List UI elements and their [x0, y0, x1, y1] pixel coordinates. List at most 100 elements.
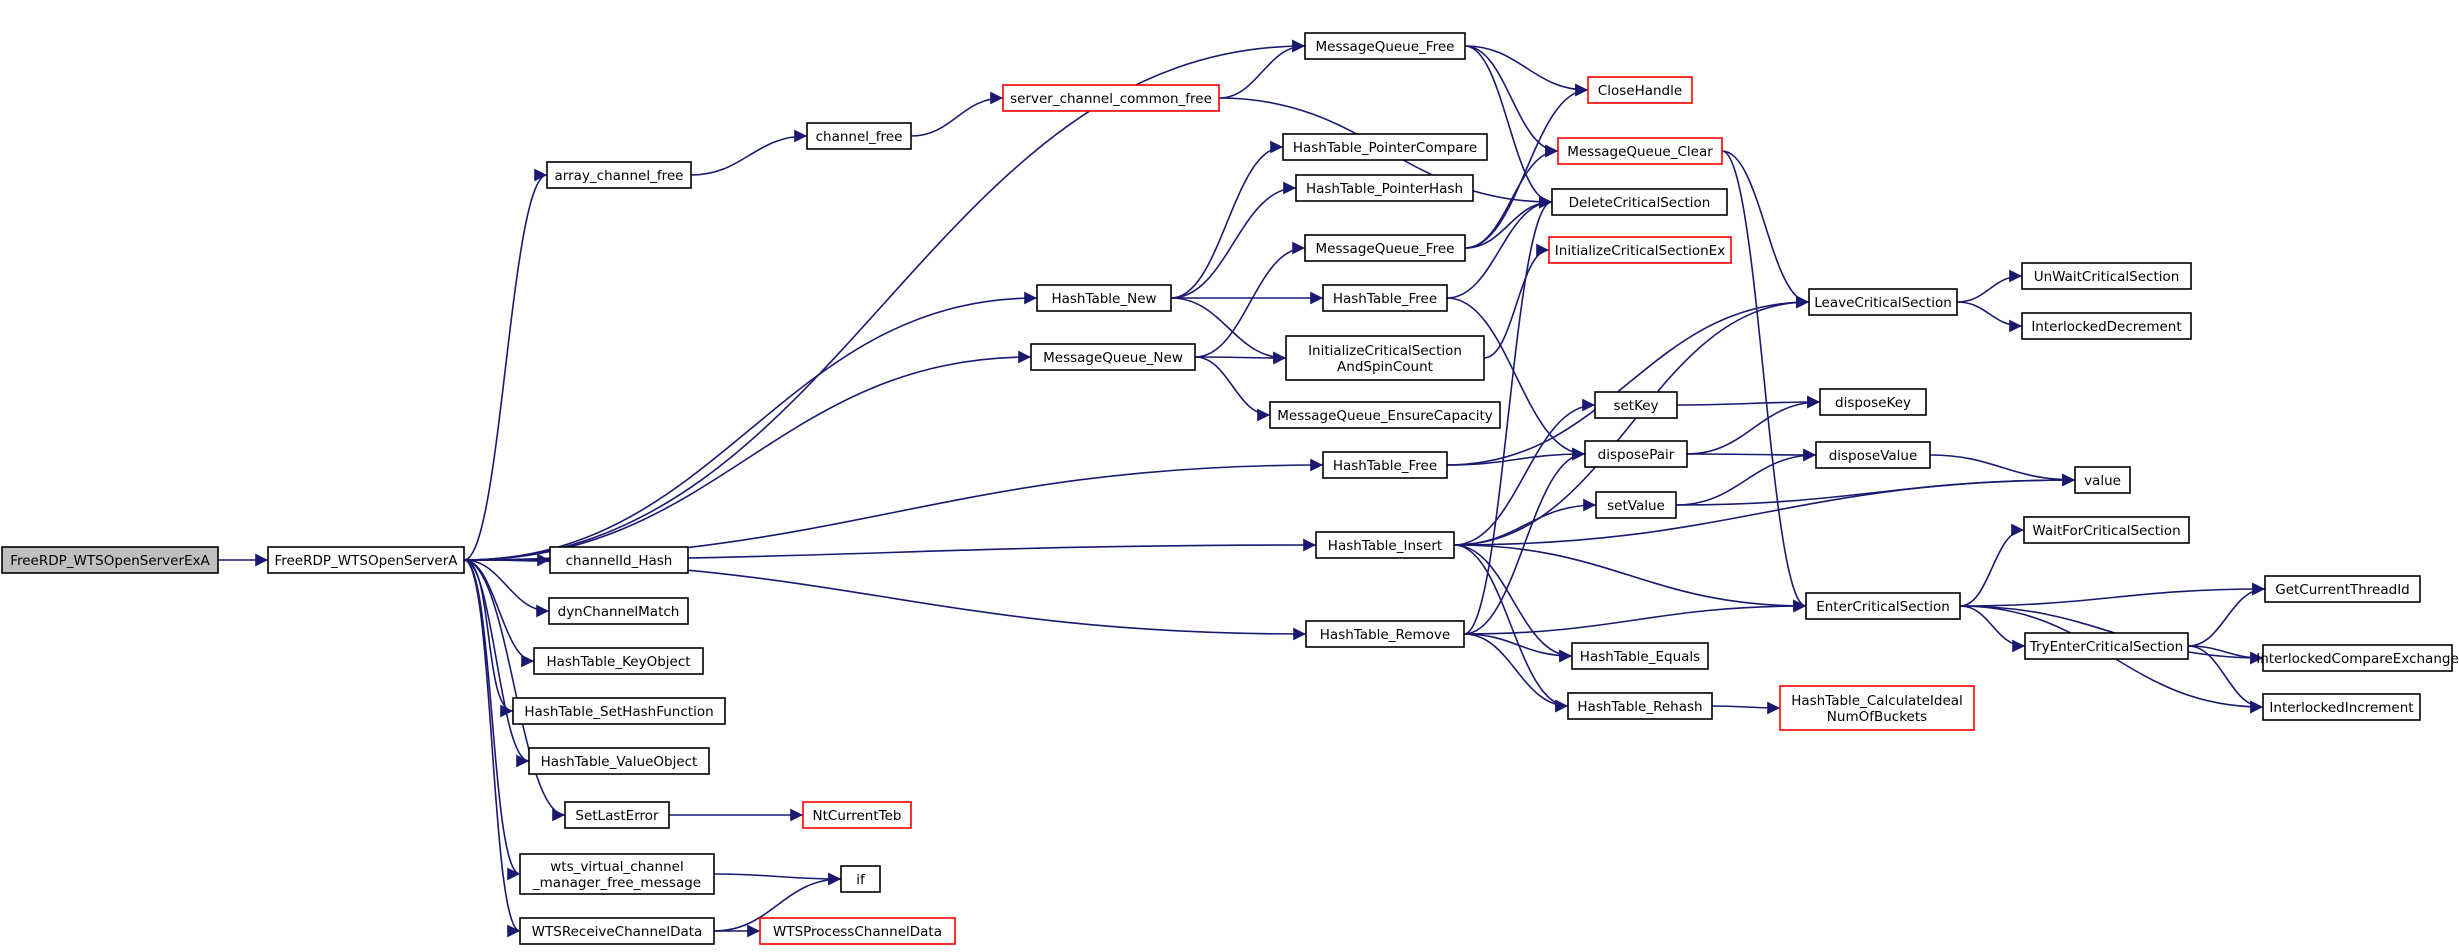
node-htequals[interactable]: HashTable_Equals	[1571, 642, 1709, 670]
node-box-value[interactable]	[2074, 466, 2131, 494]
node-entercs[interactable]: EnterCriticalSection	[1805, 592, 1961, 620]
node-box-dynmatch[interactable]	[548, 597, 689, 625]
node-box-htcalc[interactable]	[1779, 685, 1975, 731]
node-box-initcsex[interactable]	[1548, 236, 1732, 264]
node-box-htfree_mid[interactable]	[1322, 284, 1448, 312]
node-box-intercmpx[interactable]	[2262, 644, 2453, 672]
node-box-waitcs[interactable]	[2023, 516, 2190, 544]
node-setkey[interactable]: setKey	[1594, 391, 1678, 419]
node-box-htfree_low[interactable]	[1322, 451, 1448, 479]
node-box-mqnew[interactable]	[1030, 343, 1196, 371]
node-leavecs[interactable]: LeaveCriticalSection	[1808, 288, 1958, 316]
node-box-tryentercs[interactable]	[2024, 632, 2189, 660]
node-htpc[interactable]: HashTable_PointerCompare	[1282, 133, 1488, 161]
node-interinc[interactable]: InterlockedIncrement	[2262, 693, 2421, 721]
node-box-chfree[interactable]	[806, 122, 912, 150]
node-box-htph[interactable]	[1295, 174, 1474, 202]
node-value[interactable]: value	[2074, 466, 2131, 494]
node-htinsert[interactable]: HashTable_Insert	[1315, 531, 1455, 559]
node-box-wtsproc[interactable]	[759, 917, 956, 945]
node-initcsex[interactable]: InitializeCriticalSectionEx	[1548, 236, 1732, 264]
node-box-htequals[interactable]	[1571, 642, 1709, 670]
node-htsethash[interactable]: HashTable_SetHashFunction	[512, 697, 726, 725]
node-root[interactable]: FreeRDP_WTSOpenServerExA	[1, 546, 219, 574]
node-box-unwaitcs[interactable]	[2021, 262, 2192, 290]
node-box-delcs[interactable]	[1551, 188, 1728, 216]
node-tryentercs[interactable]: TryEnterCriticalSection	[2024, 632, 2189, 660]
node-disposekey[interactable]: disposeKey	[1819, 388, 1927, 416]
node-intercmpx[interactable]: InterlockedCompareExchange	[2256, 644, 2459, 672]
node-chidhash[interactable]: channelId_Hash	[549, 546, 689, 574]
node-box-mqensure[interactable]	[1269, 401, 1501, 429]
node-setlasterr[interactable]: SetLastError	[564, 801, 670, 829]
node-ntcurteb[interactable]: NtCurrentTeb	[802, 801, 912, 829]
node-openA[interactable]: FreeRDP_WTSOpenServerA	[267, 546, 465, 574]
node-box-htremove[interactable]	[1305, 620, 1465, 648]
node-wtsproc[interactable]: WTSProcessChannelData	[759, 917, 956, 945]
node-mqfree_mid[interactable]: MessageQueue_Free	[1304, 234, 1466, 262]
node-dynmatch[interactable]: dynChannelMatch	[548, 597, 689, 625]
node-chfree[interactable]: channel_free	[806, 122, 912, 150]
node-box-disposekey[interactable]	[1819, 388, 1927, 416]
node-box-openA[interactable]	[267, 546, 465, 574]
node-closehandle[interactable]: CloseHandle	[1587, 76, 1693, 104]
node-box-setvalue[interactable]	[1595, 491, 1677, 519]
node-box-htinsert[interactable]	[1315, 531, 1455, 559]
node-htfree_low[interactable]: HashTable_Free	[1322, 451, 1448, 479]
node-box-wtsvcm[interactable]	[519, 853, 715, 895]
node-htremove[interactable]: HashTable_Remove	[1305, 620, 1465, 648]
node-box-htnew[interactable]	[1036, 284, 1172, 312]
node-box-arrchfree[interactable]	[546, 161, 692, 189]
node-htrehash[interactable]: HashTable_Rehash	[1567, 692, 1713, 720]
node-box-interdec[interactable]	[2021, 312, 2192, 340]
node-delcs[interactable]: DeleteCriticalSection	[1551, 188, 1728, 216]
node-box-mqfree_mid[interactable]	[1304, 234, 1466, 262]
node-waitcs[interactable]: WaitForCriticalSection	[2023, 516, 2190, 544]
node-box-htvalobj[interactable]	[528, 747, 710, 775]
node-box-if[interactable]	[840, 865, 881, 893]
node-box-wtsrecv[interactable]	[519, 917, 715, 945]
node-mqfree_top[interactable]: MessageQueue_Free	[1304, 32, 1466, 60]
node-interdec[interactable]: InterlockedDecrement	[2021, 312, 2192, 340]
node-htvalobj[interactable]: HashTable_ValueObject	[528, 747, 710, 775]
node-htkeyobj[interactable]: HashTable_KeyObject	[533, 647, 704, 675]
node-box-root[interactable]	[1, 546, 219, 574]
node-box-mqclear[interactable]	[1557, 137, 1723, 165]
node-unwaitcs[interactable]: UnWaitCriticalSection	[2021, 262, 2192, 290]
node-box-htpc[interactable]	[1282, 133, 1488, 161]
node-box-initcsspin[interactable]	[1285, 335, 1485, 381]
node-getthreadid[interactable]: GetCurrentThreadId	[2264, 575, 2421, 603]
node-htph[interactable]: HashTable_PointerHash	[1295, 174, 1474, 202]
node-setvalue[interactable]: setValue	[1595, 491, 1677, 519]
node-box-leavecs[interactable]	[1808, 288, 1958, 316]
node-box-disposepair[interactable]	[1584, 440, 1688, 468]
node-box-sccf[interactable]	[1002, 84, 1220, 112]
node-box-mqfree_top[interactable]	[1304, 32, 1466, 60]
node-box-setkey[interactable]	[1594, 391, 1678, 419]
node-htnew[interactable]: HashTable_New	[1036, 284, 1172, 312]
node-box-setlasterr[interactable]	[564, 801, 670, 829]
node-box-htrehash[interactable]	[1567, 692, 1713, 720]
node-disposevalue[interactable]: disposeValue	[1815, 441, 1931, 469]
node-wtsrecv[interactable]: WTSReceiveChannelData	[519, 917, 715, 945]
node-arrchfree[interactable]: array_channel_free	[546, 161, 692, 189]
node-box-htsethash[interactable]	[512, 697, 726, 725]
node-wtsvcm[interactable]: wts_virtual_channel_manager_free_message	[519, 853, 715, 895]
node-sccf[interactable]: server_channel_common_free	[1002, 84, 1220, 112]
node-box-interinc[interactable]	[2262, 693, 2421, 721]
node-htfree_mid[interactable]: HashTable_Free	[1322, 284, 1448, 312]
node-disposepair[interactable]: disposePair	[1584, 440, 1688, 468]
node-box-entercs[interactable]	[1805, 592, 1961, 620]
node-mqclear[interactable]: MessageQueue_Clear	[1557, 137, 1723, 165]
node-box-getthreadid[interactable]	[2264, 575, 2421, 603]
node-box-ntcurteb[interactable]	[802, 801, 912, 829]
node-box-disposevalue[interactable]	[1815, 441, 1931, 469]
node-box-htkeyobj[interactable]	[533, 647, 704, 675]
node-mqnew[interactable]: MessageQueue_New	[1030, 343, 1196, 371]
node-box-chidhash[interactable]	[549, 546, 689, 574]
node-box-closehandle[interactable]	[1587, 76, 1693, 104]
node-if[interactable]: if	[840, 865, 881, 893]
node-mqensure[interactable]: MessageQueue_EnsureCapacity	[1269, 401, 1501, 429]
